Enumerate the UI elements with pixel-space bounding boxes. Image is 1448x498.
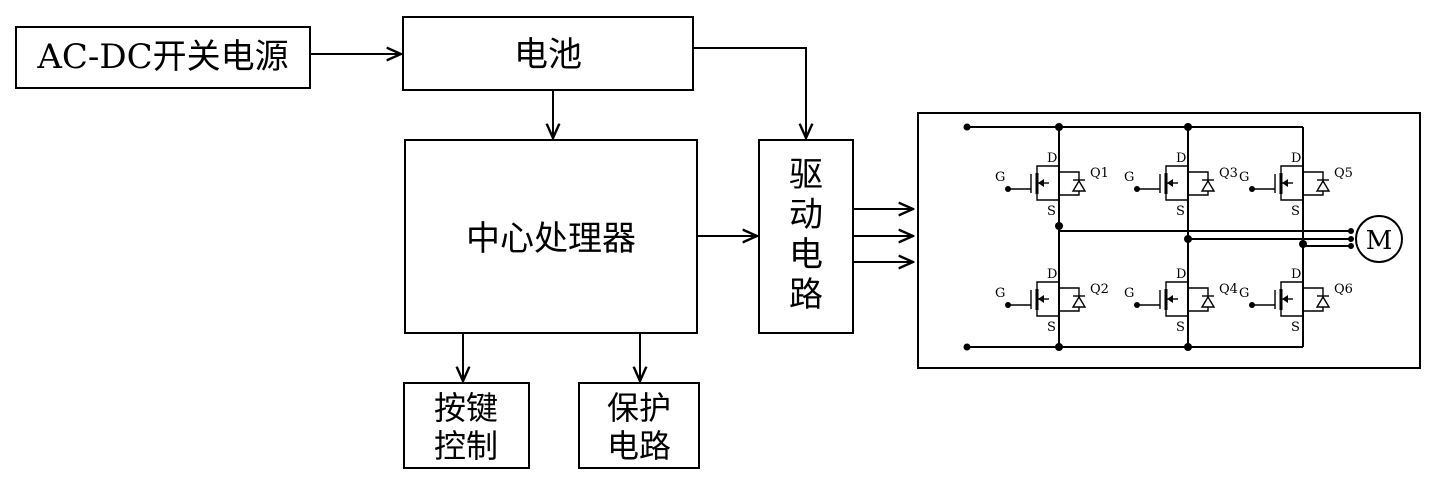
driver-block: 驱 动 电 路 — [758, 139, 854, 334]
fet-s-label: S — [1291, 204, 1300, 219]
fet-d-label: D — [1047, 151, 1057, 166]
motor-label: M — [1366, 226, 1393, 256]
protection-line1: 保护 — [607, 389, 671, 427]
fet-d-label: D — [1176, 267, 1186, 282]
acdc-label: AC-DC开关电源 — [36, 37, 288, 77]
fet-s-label: S — [1176, 320, 1185, 335]
cpu-block: 中心处理器 — [404, 139, 698, 334]
fet-d-label: D — [1047, 267, 1057, 282]
block-connections — [310, 48, 913, 381]
phase-lines — [1058, 226, 1354, 249]
cpu-label: 中心处理器 — [466, 219, 636, 259]
mosfet-q2: D G S Q2 — [995, 255, 1109, 335]
fet-s-label: S — [1291, 320, 1300, 335]
driver-char-4: 路 — [789, 275, 823, 315]
fet-g-label: G — [1124, 286, 1134, 301]
acdc-power-block: AC-DC开关电源 — [15, 26, 311, 89]
fet-d-label: D — [1291, 151, 1301, 166]
mosfet-q3: D G S Q3 — [1124, 139, 1238, 219]
mosfet-q5: D G S Q5 — [1239, 139, 1353, 219]
fet-g-label: G — [995, 286, 1005, 301]
fet-d-label: D — [1291, 267, 1301, 282]
fet-g-label: G — [1124, 170, 1134, 185]
inverter-frame — [917, 112, 1421, 369]
key-control-line2: 控制 — [434, 427, 498, 465]
motor: M — [1355, 215, 1403, 263]
key-control-line1: 按键 — [434, 389, 498, 427]
mosfet-q4: D G S Q4 — [1124, 255, 1238, 335]
mosfet-q6: D G S Q6 — [1239, 255, 1353, 335]
fet-d-label: D — [1176, 151, 1186, 166]
mosfet-q1: D G S Q1 — [995, 139, 1109, 219]
fet-name-label: Q4 — [1219, 282, 1238, 297]
fet-s-label: S — [1047, 204, 1056, 219]
battery-label: 电池 — [514, 35, 582, 75]
fet-s-label: S — [1047, 320, 1056, 335]
fet-g-label: G — [1239, 286, 1249, 301]
key-control-block: 按键 控制 — [403, 382, 530, 469]
fet-name-label: Q2 — [1090, 282, 1109, 297]
battery-block: 电池 — [402, 16, 694, 91]
fet-s-label: S — [1176, 204, 1185, 219]
rail-terminal-bottom — [963, 343, 971, 351]
fet-name-label: Q1 — [1090, 166, 1109, 181]
driver-char-2: 动 — [789, 195, 823, 235]
protection-line2: 电路 — [607, 427, 671, 465]
driver-char-1: 驱 — [789, 155, 823, 195]
fet-g-label: G — [995, 170, 1005, 185]
fet-name-label: Q5 — [1334, 166, 1353, 181]
protection-block: 保护 电路 — [578, 382, 700, 469]
battery-to-driver-arrow — [693, 47, 806, 138]
fet-name-label: Q6 — [1334, 282, 1353, 297]
motor-circle — [1355, 215, 1403, 263]
fet-name-label: Q3 — [1219, 166, 1238, 181]
rail-terminal-top — [963, 123, 971, 131]
fet-g-label: G — [1239, 170, 1249, 185]
driver-char-3: 电 — [789, 235, 823, 275]
